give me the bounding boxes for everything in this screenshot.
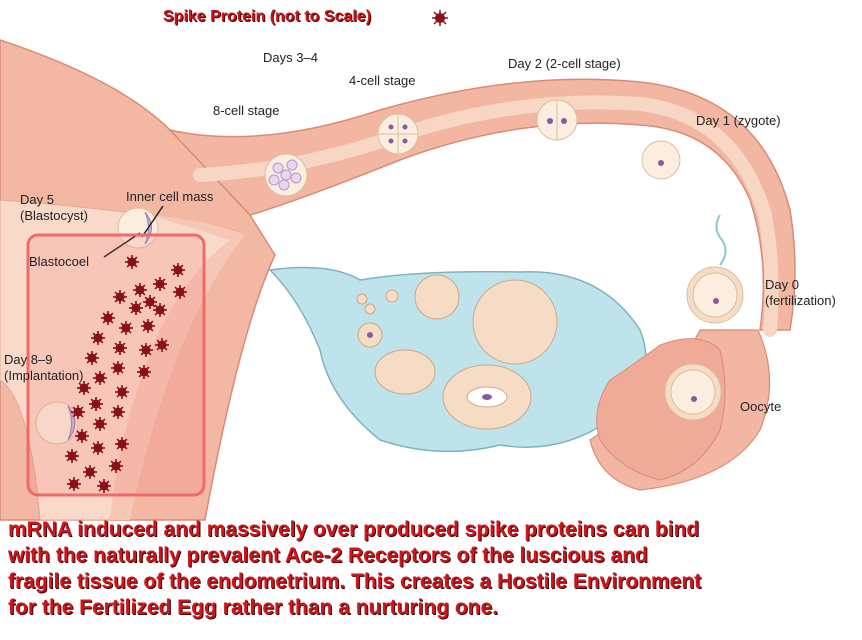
spike-protein <box>75 429 89 443</box>
caption-line-2: with the naturally prevalent Ace-2 Recep… <box>8 544 648 567</box>
ovary <box>268 266 647 453</box>
label-day8-9: Day 8–9 (Implantation) <box>4 352 83 384</box>
caption-line-3: fragile tissue of the endometrium. This … <box>8 570 702 593</box>
spike-protein <box>83 465 97 479</box>
label-days-3-4: Days 3–4 <box>263 50 318 65</box>
spike-protein <box>153 303 167 317</box>
spike-protein <box>133 283 147 297</box>
spike-protein <box>171 263 185 277</box>
spike-protein <box>67 477 81 491</box>
spike-protein <box>65 449 79 463</box>
spike-protein-cluster <box>65 255 187 493</box>
label-blastocoel: Blastocoel <box>29 254 89 269</box>
spike-protein <box>85 351 99 365</box>
spike-protein <box>89 397 103 411</box>
label-inner-cell-mass: Inner cell mass <box>126 189 214 204</box>
spike-protein <box>139 343 153 357</box>
label-day0-line1: Day 0 <box>765 277 799 292</box>
spike-protein <box>97 479 111 493</box>
spike-protein <box>155 338 169 352</box>
label-4-cell: 4-cell stage <box>349 73 416 88</box>
spike-protein <box>101 311 115 325</box>
spike-protein-icon <box>432 10 448 26</box>
spike-protein <box>91 441 105 455</box>
spike-protein <box>113 290 127 304</box>
spike-protein <box>125 255 139 269</box>
spike-protein <box>111 405 125 419</box>
spike-protein <box>115 437 129 451</box>
spike-protein <box>93 371 107 385</box>
spike-protein <box>129 301 143 315</box>
spike-protein <box>173 285 187 299</box>
label-day5: Day 5 (Blastocyst) <box>20 192 88 224</box>
spike-protein <box>71 405 85 419</box>
spike-protein <box>143 295 157 309</box>
label-day5-line1: Day 5 <box>20 192 54 207</box>
caption-line-4: for the Fertilized Egg rather than a nur… <box>8 596 499 619</box>
caption: mRNA induced and massively over produced… <box>8 517 858 621</box>
spike-protein <box>113 341 127 355</box>
label-day0: Day 0 (fertilization) <box>765 277 836 309</box>
spike-protein <box>141 319 155 333</box>
spike-protein <box>153 277 167 291</box>
spike-protein <box>109 459 123 473</box>
spike-protein <box>91 331 105 345</box>
label-day8-9-line2: (Implantation) <box>4 368 84 383</box>
label-day2: Day 2 (2-cell stage) <box>508 56 621 71</box>
spike-protein <box>137 365 151 379</box>
spike-protein <box>111 361 125 375</box>
embryo-stages <box>35 99 744 445</box>
spike-protein <box>77 381 91 395</box>
spike-protein <box>119 321 133 335</box>
label-day8-9-line1: Day 8–9 <box>4 352 53 367</box>
diagram-title: Spike Protein (not to Scale) <box>163 8 372 25</box>
label-8-cell: 8-cell stage <box>213 103 280 118</box>
label-day0-line2: (fertilization) <box>765 293 836 308</box>
caption-line-1: mRNA induced and massively over produced… <box>8 518 700 541</box>
label-oocyte: Oocyte <box>740 399 782 414</box>
spike-protein <box>93 417 107 431</box>
spike-protein <box>115 385 129 399</box>
label-day5-line2: (Blastocyst) <box>20 208 88 223</box>
label-day1: Day 1 (zygote) <box>696 113 781 128</box>
